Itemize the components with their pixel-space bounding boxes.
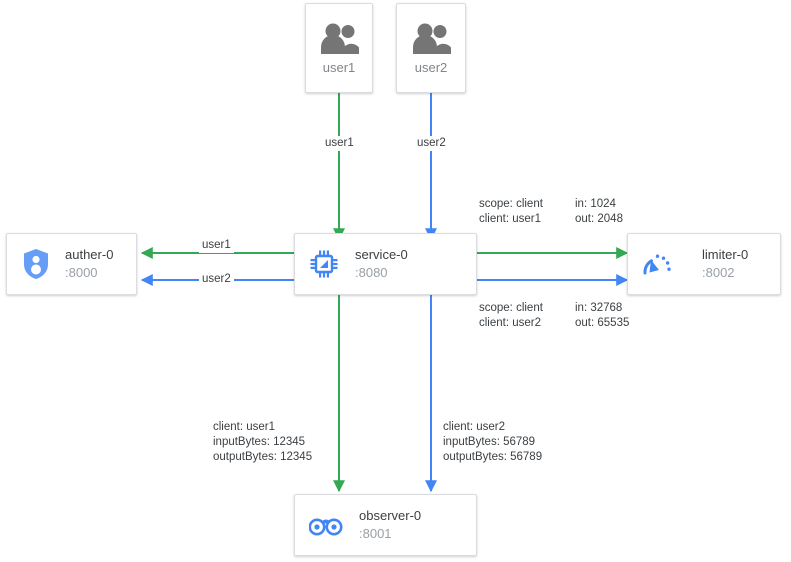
node-auther[interactable]: auther-0 :8000 <box>6 233 137 295</box>
edge-label-limiter-green-bytes: in: 1024 out: 2048 <box>575 198 623 225</box>
node-service-port: :8080 <box>355 265 388 280</box>
binoculars-icon <box>309 513 343 537</box>
speedometer-icon <box>642 250 674 278</box>
node-user2[interactable]: user2 <box>396 3 466 93</box>
node-limiter-port: :8002 <box>702 265 735 280</box>
node-observer-title: observer-0 <box>359 508 422 524</box>
node-user1[interactable]: user1 <box>305 3 373 93</box>
node-service-text: service-0 :8080 <box>355 246 408 281</box>
edge-label-limiter-green-scope: scope: client client: user1 <box>479 198 543 225</box>
edge-label-user2: user2 <box>414 136 449 151</box>
users-icon <box>317 22 361 56</box>
node-auther-text: auther-0 :8000 <box>65 246 113 281</box>
node-service[interactable]: service-0 :8080 <box>294 233 477 295</box>
node-user1-label: user1 <box>322 59 356 75</box>
cpu-chip-icon <box>309 249 339 279</box>
node-service-title: service-0 <box>355 247 408 263</box>
node-auther-title: auther-0 <box>65 247 114 263</box>
node-observer[interactable]: observer-0 :8001 <box>294 494 477 556</box>
node-auther-port: :8000 <box>65 265 98 280</box>
users-icon <box>409 22 453 56</box>
edge-label-auther-blue: user2 <box>199 272 234 287</box>
node-observer-port: :8001 <box>359 526 392 541</box>
node-limiter[interactable]: limiter-0 :8002 <box>627 233 781 295</box>
node-limiter-title: limiter-0 <box>702 247 749 263</box>
node-limiter-text: limiter-0 :8002 <box>702 246 748 281</box>
edge-label-limiter-blue-scope: scope: client client: user2 <box>479 302 543 329</box>
edge-label-observer-blue: client: user2 inputBytes: 56789 outputBy… <box>443 421 543 463</box>
edge-label-auther-green: user1 <box>199 238 234 253</box>
shield-person-icon <box>21 248 51 280</box>
edge-label-observer-green: client: user1 inputBytes: 12345 outputBy… <box>213 421 313 463</box>
edge-label-user1: user1 <box>322 136 357 151</box>
edge-label-limiter-blue-bytes: in: 32768 out: 65535 <box>575 302 630 329</box>
node-user2-label: user2 <box>414 59 448 75</box>
node-observer-text: observer-0 :8001 <box>359 507 421 542</box>
